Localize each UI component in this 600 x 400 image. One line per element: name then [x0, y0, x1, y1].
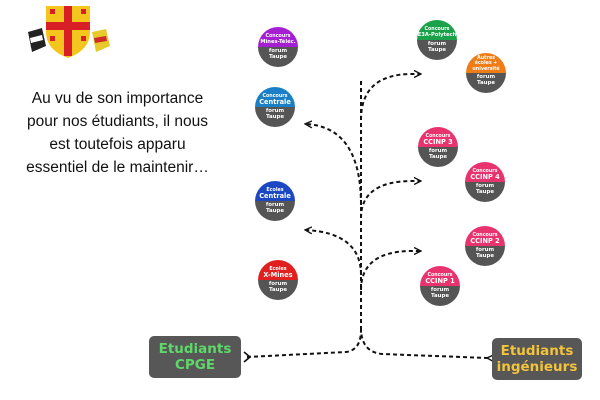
- arrow-to-centrale: [306, 124, 362, 206]
- caption-line-2: pour nos étudiants, il nous: [27, 113, 208, 130]
- caption-line-3: est toutefois apparu: [49, 136, 186, 153]
- box-etudiants-cpge: Etudiants CPGE: [149, 336, 241, 378]
- arrow-cpge-to-trunk: [246, 329, 362, 358]
- arrow-to-ecoles-centrale: [306, 230, 362, 276]
- arrow-to-ccinp2: [360, 251, 420, 291]
- arrow-ingenieurs-to-trunk: [360, 329, 488, 358]
- caption-line-1: Au vu de son importance: [31, 90, 204, 107]
- arrow-to-ccinp3: [360, 181, 420, 219]
- box-cpge-line-2: CPGE: [174, 357, 216, 373]
- crest-logo-icon: [28, 6, 110, 58]
- box-ingenieurs-line-1: Etudiants: [500, 343, 574, 359]
- arrow-to-e3a-polytech: [360, 74, 420, 121]
- box-ingenieurs-line-2: ingénieurs: [496, 359, 578, 375]
- box-etudiants-ingenieurs: Etudiants ingénieurs: [492, 338, 582, 380]
- caption-line-4: essentiel de le maintenir…: [26, 159, 209, 176]
- box-cpge-line-1: Etudiants: [158, 341, 232, 357]
- intro-caption: Au vu de son importance pour nos étudian…: [15, 87, 220, 179]
- arrow-head-cpge: [243, 351, 252, 363]
